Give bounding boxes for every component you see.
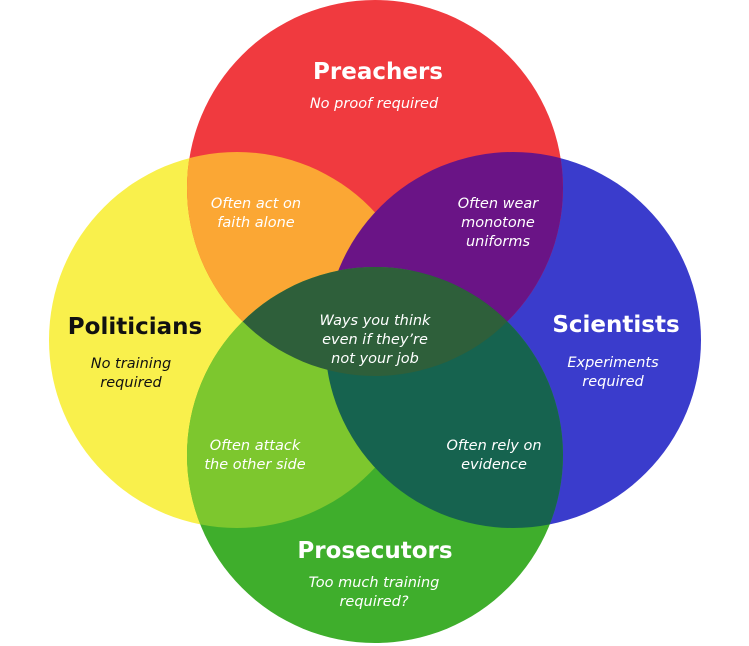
prosecutors-title: Prosecutors [297,538,452,564]
overlap-politicians-prosecutors-line-1: Often attack [210,438,301,454]
politicians-title: Politicians [68,314,202,340]
overlap-scientists-prosecutors-line-1: Often rely on [446,438,541,454]
politicians-subtitle-line-2: required [100,375,162,391]
overlap-preachers-scientists-line-2: monotone [461,215,535,231]
overlap-politicians-prosecutors-line-2: the other side [204,457,305,473]
overlap-preachers-scientists-line-3: uniforms [466,234,530,250]
politicians-subtitle-line-1: No training [91,356,172,372]
overlap-scientists-prosecutors-line-2: evidence [461,457,527,473]
overlap-scientists-prosecutors [325,267,563,528]
scientists-subtitle-line-2: required [582,374,644,390]
overlap-preachers-politicians-line-1: Often act on [211,196,301,212]
preachers-title: Preachers [313,59,443,85]
preachers-subtitle: No proof required [310,96,439,112]
overlap-center-line-2: even if they’re [322,332,428,348]
scientists-title: Scientists [552,312,679,338]
overlap-preachers-politicians-line-2: faith alone [217,215,294,231]
prosecutors-subtitle-line-2: required? [339,594,408,610]
overlap-center-line-3: not your job [331,351,419,367]
scientists-subtitle-line-1: Experiments [567,355,659,371]
overlap-preachers-scientists-line-1: Often wear [458,196,540,212]
prosecutors-subtitle-line-1: Too much training [309,575,440,591]
overlap-politicians-prosecutors [187,267,425,528]
overlap-center-line-1: Ways you think [320,313,432,329]
